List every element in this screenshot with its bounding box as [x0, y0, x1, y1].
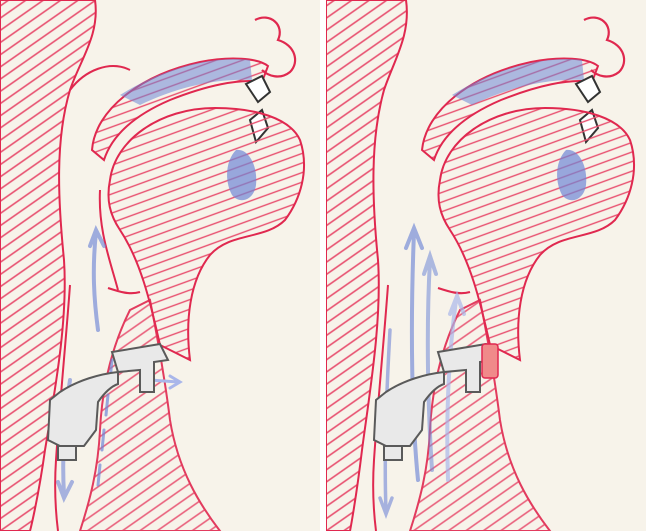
panel-right [326, 0, 646, 531]
right-anatomy-svg [326, 0, 646, 531]
speaking-valve-icon [482, 344, 498, 378]
left-anatomy-svg [0, 0, 320, 531]
panel-left [0, 0, 320, 531]
